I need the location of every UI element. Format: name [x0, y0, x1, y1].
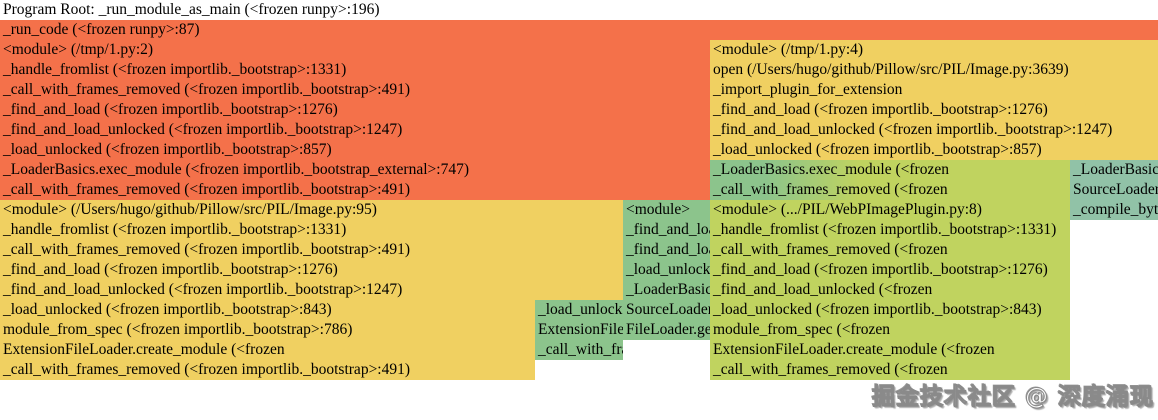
- flame-cell[interactable]: module_from_spec (<frozen importlib._boo…: [0, 320, 535, 340]
- flame-cell[interactable]: _call_with_frames_removed (<frozen impor…: [0, 80, 710, 100]
- flame-cell[interactable]: <module> (/Users/hugo/github/Pillow/src/…: [0, 200, 623, 220]
- flame-cell[interactable]: _compile_byt: [1070, 200, 1158, 220]
- flame-cell[interactable]: module_from_spec (<frozen: [710, 320, 1070, 340]
- flame-cell[interactable]: _find_and_load_unlocked (<frozen importl…: [0, 120, 710, 140]
- flame-cell[interactable]: SourceLoader: [1070, 180, 1158, 200]
- flame-cell[interactable]: _find_and_load (<frozen importlib._boots…: [710, 260, 1070, 280]
- flame-cell[interactable]: _load_unlocked (<frozen importlib._boots…: [710, 300, 1070, 320]
- flame-cell[interactable]: <module> (/tmp/1.py:2): [0, 40, 710, 60]
- flame-cell[interactable]: _find_and_loa: [623, 240, 710, 260]
- flame-cell[interactable]: _call_with_fra: [535, 340, 623, 360]
- flame-cell[interactable]: _load_unlocked (<frozen importlib._boots…: [0, 140, 710, 160]
- flame-cell[interactable]: _handle_fromlist (<frozen importlib._boo…: [0, 220, 623, 240]
- flame-cell[interactable]: _call_with_frames_removed (<frozen: [710, 360, 1070, 380]
- flame-cell[interactable]: ExtensionFileLoader.create_module (<froz…: [0, 340, 535, 360]
- flame-cell[interactable]: <module> (.../PIL/WebPImagePlugin.py:8): [710, 200, 1070, 220]
- flame-cell[interactable]: _run_code (<frozen runpy>:87): [0, 20, 1158, 40]
- flame-cell[interactable]: <module> (/tmp/1.py:4): [710, 40, 1158, 60]
- flame-cell[interactable]: _load_unlock: [535, 300, 623, 320]
- flame-cell[interactable]: _find_and_load (<frozen importlib._boots…: [0, 260, 623, 280]
- flame-cell[interactable]: _handle_fromlist (<frozen importlib._boo…: [0, 60, 710, 80]
- flame-cell[interactable]: _call_with_frames_removed (<frozen: [710, 180, 1070, 200]
- flame-cell[interactable]: _LoaderBasic: [1070, 160, 1158, 180]
- flame-cell[interactable]: _call_with_frames_removed (<frozen impor…: [0, 180, 710, 200]
- flame-cell[interactable]: _LoaderBasics.exec_module (<frozen: [710, 160, 1070, 180]
- flame-cell[interactable]: _find_and_load (<frozen importlib._boots…: [0, 100, 710, 120]
- flame-cell[interactable]: _find_and_load_unlocked (<frozen importl…: [710, 120, 1158, 140]
- flame-cell[interactable]: _call_with_frames_removed (<frozen: [710, 240, 1070, 260]
- flame-cell[interactable]: <module>: [623, 200, 710, 220]
- flame-cell[interactable]: _LoaderBasic: [623, 280, 710, 300]
- flame-cell[interactable]: _handle_fromlist (<frozen importlib._boo…: [710, 220, 1070, 240]
- flame-cell[interactable]: open (/Users/hugo/github/Pillow/src/PIL/…: [710, 60, 1158, 80]
- flame-cell[interactable]: ExtensionFileLoader.create_module (<froz…: [710, 340, 1070, 360]
- flame-cell[interactable]: _import_plugin_for_extension: [710, 80, 1158, 100]
- flame-cell[interactable]: _call_with_frames_removed (<frozen impor…: [0, 360, 535, 380]
- watermark: 掘金技术社区 @ 深度涌现: [871, 384, 1154, 411]
- flame-cell[interactable]: _load_unlocked (<frozen importlib._boots…: [0, 300, 535, 320]
- flame-cell[interactable]: SourceLoader: [623, 300, 710, 320]
- flame-cell[interactable]: _load_unlocked (<frozen importlib._boots…: [710, 140, 1158, 160]
- flame-root-cell[interactable]: Program Root: _run_module_as_main (<froz…: [0, 0, 1158, 20]
- flame-cell[interactable]: ExtensionFile: [535, 320, 623, 340]
- flame-cell[interactable]: _call_with_frames_removed (<frozen impor…: [0, 240, 623, 260]
- flame-cell[interactable]: _find_and_load_unlocked (<frozen importl…: [0, 280, 623, 300]
- flame-cell[interactable]: FileLoader.ge: [623, 320, 710, 340]
- flame-cell[interactable]: _find_and_load_unlocked (<frozen: [710, 280, 1070, 300]
- flame-cell[interactable]: _find_and_loa: [623, 220, 710, 240]
- flame-cell[interactable]: _find_and_load (<frozen importlib._boots…: [710, 100, 1158, 120]
- flame-cell[interactable]: _LoaderBasics.exec_module (<frozen impor…: [0, 160, 710, 180]
- flame-cell[interactable]: _load_unlock: [623, 260, 710, 280]
